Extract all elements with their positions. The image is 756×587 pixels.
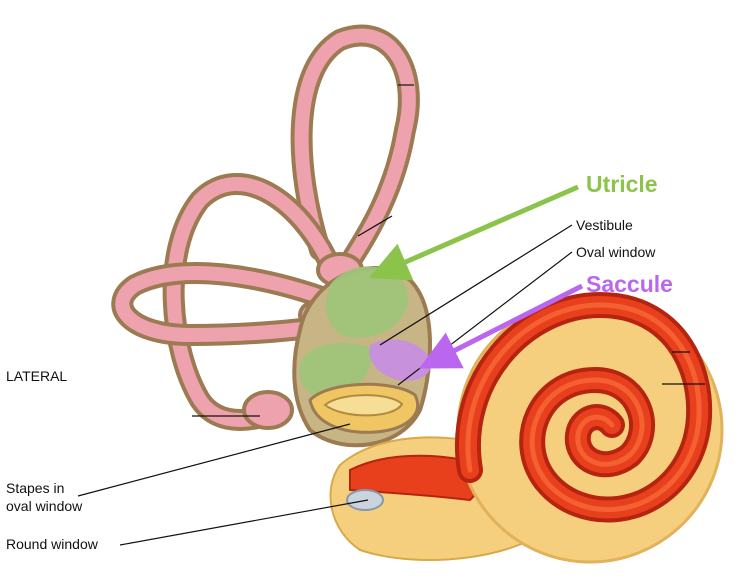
saccule-highlight — [369, 339, 432, 381]
label-oval-window: Oval window — [576, 244, 656, 260]
leader-lines — [77, 224, 573, 546]
leader-round-window — [119, 499, 369, 546]
leader-vestibule — [379, 224, 573, 346]
label-stapes-line2: oval window — [6, 498, 83, 514]
label-round-window: Round window — [6, 536, 99, 552]
unlabeled-leader-ticks — [192, 84, 705, 417]
leader-stapes — [77, 423, 351, 497]
label-lateral: LATERAL — [6, 368, 67, 384]
saccule-arrow — [419, 283, 584, 369]
utricle-highlight — [326, 266, 408, 339]
cochlea — [455, 291, 724, 564]
utricle-arrow — [368, 184, 579, 281]
label-vestibule: Vestibule — [576, 217, 633, 233]
stapes — [308, 382, 419, 434]
label-stapes-line1: Stapes in — [6, 480, 64, 496]
label-utricle: Utricle — [586, 171, 658, 197]
label-saccule: Saccule — [586, 271, 673, 297]
